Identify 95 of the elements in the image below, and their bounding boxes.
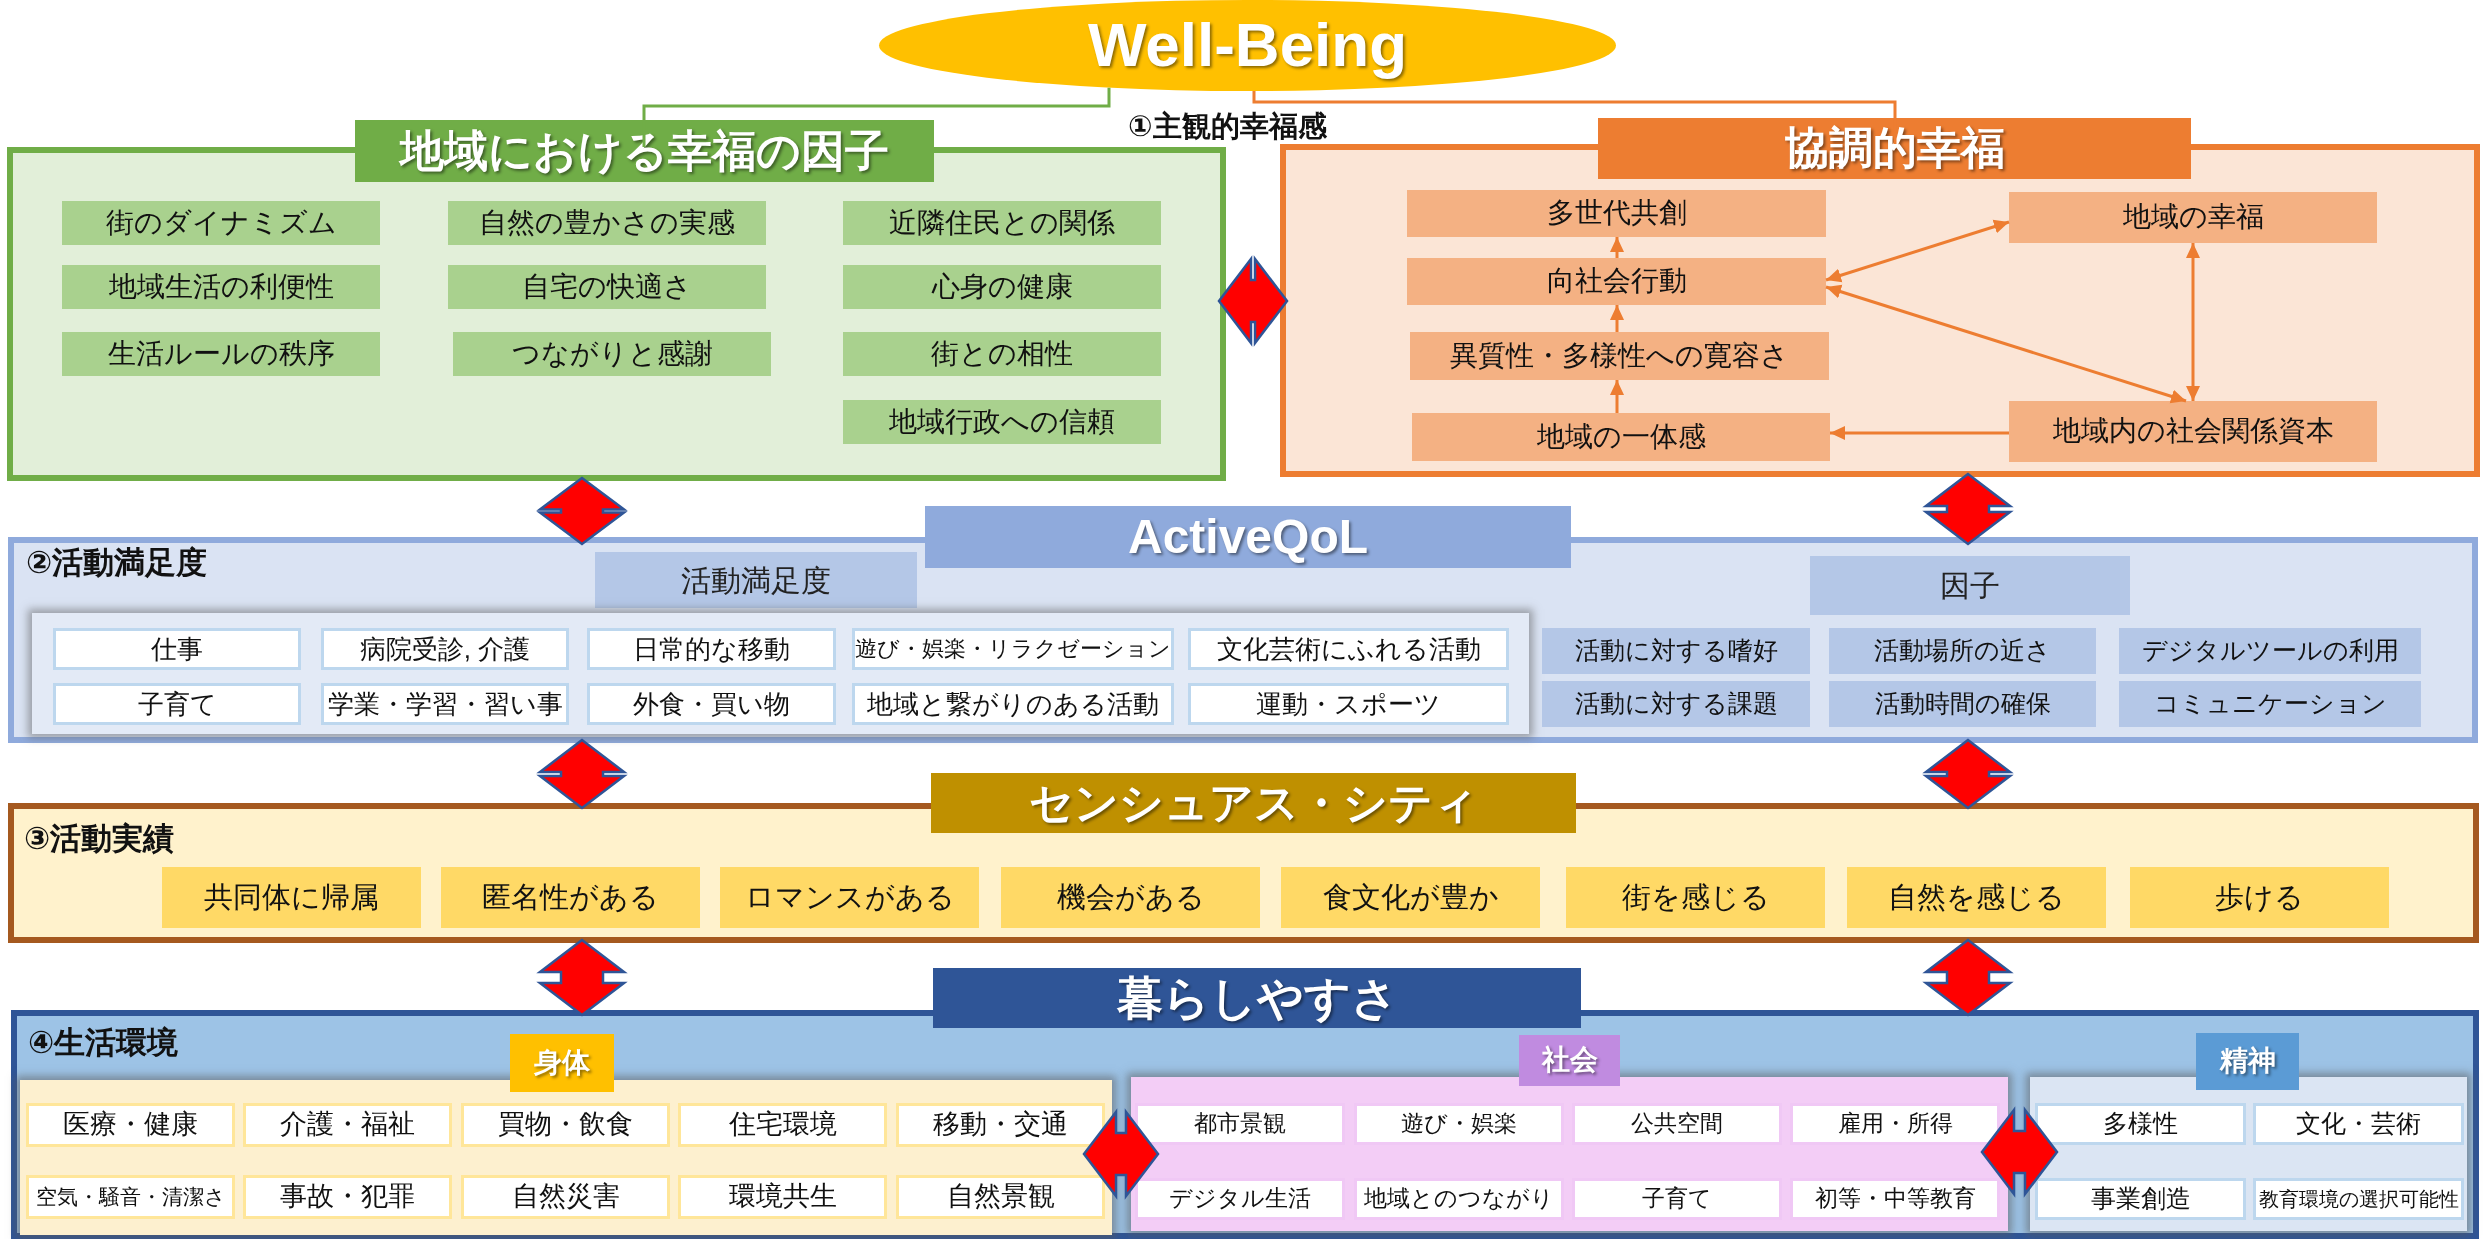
item-box: 自然災害 [461,1175,670,1219]
item-box: 自宅の快適さ [448,265,766,309]
panel-title: 地域における幸福の因子 [355,120,934,182]
item-box: 子育て [1572,1178,1782,1220]
item-box: 外食・買い物 [587,683,836,725]
item-box: つながりと感謝 [453,332,771,376]
panel-title: 身体 [510,1034,614,1092]
double-arrow [1922,472,2014,546]
item-box: 歩ける [2130,867,2389,928]
item-box: 異質性・多様性への寛容さ [1410,332,1829,380]
item-box: 地域の一体感 [1412,413,1830,461]
group-panel [32,613,1529,734]
item-box: 事業創造 [2035,1178,2246,1220]
connector-line [1252,91,1897,144]
item-box: 食文化が豊か [1281,867,1540,928]
arrow [1610,305,1624,332]
item-box: 生活ルールの秩序 [62,332,380,376]
item-box: 病院受診, 介護 [321,628,569,670]
arrow [1825,219,2010,283]
item-box: 地域の幸福 [2009,192,2377,243]
item-box: 多世代共創 [1407,190,1826,237]
item-box: 子育て [53,683,301,725]
item-box: 遊び・娯楽・リラクゼーション [852,628,1174,670]
item-box: 事故・犯罪 [243,1175,452,1219]
item-box: 活動場所の近さ [1829,628,2096,674]
item-box: 街のダイナミズム [62,201,380,245]
item-box: 多様性 [2035,1103,2246,1145]
double-arrow [536,938,628,1017]
connector-line [642,87,1111,147]
item-box: 都市景観 [1135,1103,1345,1145]
item-box: 文化・芸術 [2253,1103,2464,1145]
item-box: 移動・交通 [896,1103,1105,1147]
item-box: 近隣住民との関係 [843,201,1161,245]
item-box: 活動時間の確保 [1829,681,2096,727]
item-box: 自然を感じる [1847,867,2106,928]
arrow [1610,237,1624,258]
heading-box: 活動満足度 [595,552,917,608]
item-box: デジタルツールの利用 [2119,628,2421,674]
arrow [1825,284,2187,404]
item-box: ロマンスがある [720,867,979,928]
item-box: 医療・健康 [26,1103,235,1147]
item-box: 地域とのつながり [1354,1178,1564,1220]
item-box: 街を感じる [1566,867,1825,928]
item-box: 遊び・娯楽 [1354,1103,1564,1145]
item-box: 匿名性がある [441,867,700,928]
item-box: 仕事 [53,628,301,670]
double-arrow [536,738,628,810]
item-box: 地域行政への信頼 [843,400,1161,444]
arrow [2186,243,2200,401]
item-box: 日常的な移動 [587,628,836,670]
panel-title: 暮らしやすさ [933,968,1581,1028]
item-box: 心身の健康 [843,265,1161,309]
item-box: 地域生活の利便性 [62,265,380,309]
item-box: 公共空間 [1572,1103,1782,1145]
item-box: 活動に対する嗜好 [1542,628,1810,674]
item-box: 機会がある [1001,867,1260,928]
item-box: 雇用・所得 [1790,1103,2000,1145]
double-arrow [1082,1108,1160,1200]
item-box: 文化芸術にふれる活動 [1188,628,1509,670]
arrow [1830,426,2009,440]
panel-title: 社会 [1519,1035,1620,1086]
item-box: 買物・飲食 [461,1103,670,1147]
item-box: 自然の豊かさの実感 [448,201,766,245]
panel-subtitle: ③活動実績 [24,822,175,857]
panel-title: 精神 [2196,1033,2299,1090]
panel-title: センシュアス・シティ [931,773,1576,833]
heading-box: 因子 [1810,556,2130,615]
panel-title: 協調的幸福 [1598,118,2191,179]
panel-title: ActiveQoL [925,506,1571,568]
item-box: 共同体に帰属 [162,867,421,928]
item-box: コミュニケーション [2119,681,2421,727]
item-box: 活動に対する課題 [1542,681,1810,727]
title-ellipse: Well-Being [879,0,1616,91]
arrow [1610,380,1624,413]
double-arrow [1980,1106,2059,1198]
double-arrow [1217,255,1289,347]
item-box: 自然景観 [896,1175,1105,1219]
item-box: デジタル生活 [1135,1178,1345,1220]
item-box: 地域内の社会関係資本 [2009,401,2377,462]
item-box: 初等・中等教育 [1790,1178,2000,1220]
item-box: 空気・騒音・清潔さ [26,1175,235,1219]
panel-subtitle: ④生活環境 [28,1026,179,1061]
double-arrow [1922,938,2014,1017]
item-box: 街との相性 [843,332,1161,376]
double-arrow [536,476,628,546]
item-box: 介護・福祉 [243,1103,452,1147]
double-arrow [1922,738,2014,810]
item-box: 向社会行動 [1407,258,1826,305]
item-box: 住宅環境 [678,1103,887,1147]
item-box: 環境共生 [678,1175,887,1219]
item-box: 地域と繋がりのある活動 [852,683,1174,725]
panel-subtitle: ②活動満足度 [26,546,208,581]
item-box: 学業・学習・習い事 [321,683,569,725]
item-box: 教育環境の選択可能性 [2253,1178,2464,1220]
item-box: 運動・スポーツ [1188,683,1509,725]
